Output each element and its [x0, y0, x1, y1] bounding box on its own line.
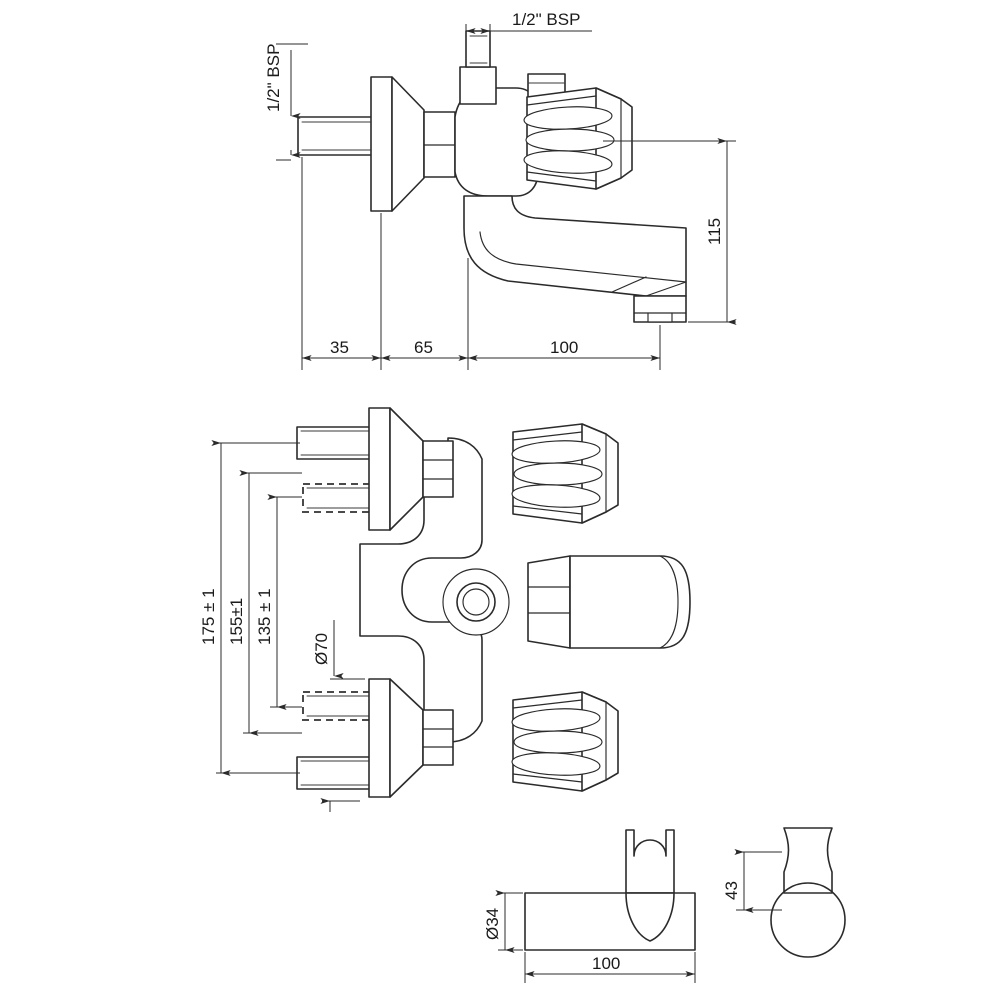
top-branch-group — [296, 407, 454, 531]
mixer-body-outline — [359, 437, 483, 743]
bottom-inlet-nipple-front — [296, 756, 377, 790]
wall-flange-top-view — [370, 76, 425, 212]
dim-label-65: 65 — [414, 338, 433, 357]
inlet-nipple-top-view — [297, 116, 379, 156]
top-control-handle-front — [511, 423, 619, 524]
dim-label-175: 175 ± 1 — [199, 588, 218, 645]
shower-holder-view-group — [524, 827, 846, 958]
top-view-group — [297, 30, 687, 323]
top-inlet-nipple — [459, 30, 497, 105]
dim-label-bsp-horizontal: 1/2" BSP — [512, 10, 580, 29]
dim-label-135: 135 ± 1 — [255, 588, 274, 645]
dim-chain-bottom: 35 65 100 — [301, 157, 661, 370]
shower-holder-dimensions: Ø34 100 43 — [483, 849, 782, 983]
dim-155: 155±1 — [227, 470, 302, 736]
dim-label-holder-100: 100 — [592, 954, 620, 973]
top-view-dimensions: 1/2" BSP 1/2" BSP 115 35 65 — [264, 10, 737, 370]
dim-bsp-horizontal: 1/2" BSP — [465, 10, 592, 36]
dim-bsp-vertical: 1/2" BSP — [264, 43, 308, 161]
dim-label-bsp-vertical: 1/2" BSP — [264, 44, 283, 112]
flange-tick-bottom — [320, 798, 360, 812]
bottom-branch-group — [296, 678, 454, 798]
central-boss-front-view — [442, 568, 510, 636]
dim-label-155: 155±1 — [227, 598, 246, 645]
dim-135: 135 ± 1 — [255, 494, 302, 710]
holder-cradle — [625, 829, 675, 894]
dim-label-43: 43 — [722, 881, 741, 900]
top-hex-nut-front — [422, 440, 454, 498]
dim-holder-100: 100 — [524, 952, 696, 983]
holder-end-circle — [770, 882, 846, 958]
middle-view-dimensions: 175 ± 1 155±1 135 ± 1 Ø70 — [199, 440, 365, 812]
dim-43: 43 — [722, 849, 782, 913]
holder-nose — [625, 892, 675, 942]
dim-label-35: 35 — [330, 338, 349, 357]
spout-aerator-top-view — [633, 295, 687, 323]
dim-label-100: 100 — [550, 338, 578, 357]
dim-175: 175 ± 1 — [199, 440, 300, 776]
middle-view-detail — [296, 390, 691, 798]
bottom-control-handle-front — [511, 691, 619, 792]
diverter-lever-front — [527, 555, 691, 649]
top-inlet-nipple-front — [296, 426, 377, 460]
dim-d34: Ø34 — [483, 890, 523, 953]
holder-side-profile — [524, 829, 696, 951]
holder-end-view — [770, 827, 846, 958]
dim-d70: Ø70 — [312, 620, 365, 680]
dim-label-115: 115 — [705, 218, 724, 245]
hex-coupling-nut-top-view — [423, 111, 456, 178]
bottom-hex-nut-front — [422, 709, 454, 766]
bottom-flange-plate — [368, 678, 391, 798]
dim-label-d70: Ø70 — [312, 633, 331, 665]
dim-height-115: 115 — [603, 138, 737, 325]
top-flange-plate — [368, 407, 391, 531]
dim-label-d34: Ø34 — [483, 908, 502, 940]
control-handle-top-view — [523, 87, 633, 190]
